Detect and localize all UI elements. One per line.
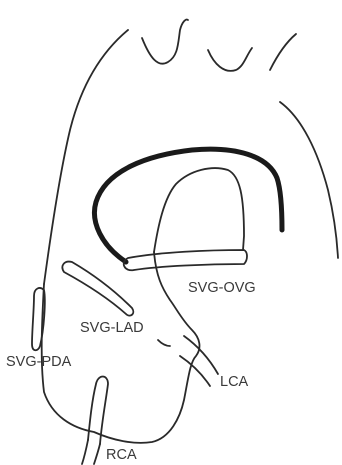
arch-branch-right bbox=[270, 34, 296, 70]
heart-contour bbox=[42, 252, 200, 443]
label-rca: RCA bbox=[106, 447, 137, 463]
lad-anastomosis-mark bbox=[158, 340, 170, 346]
label-svg-pda: SVG-PDA bbox=[6, 354, 72, 370]
label-lca: LCA bbox=[220, 374, 249, 390]
arch-branch-middle bbox=[208, 48, 252, 71]
lca-vessel-lower bbox=[180, 356, 210, 386]
label-svg-lad: SVG-LAD bbox=[80, 320, 144, 336]
lca-vessel bbox=[184, 336, 218, 374]
aortic-arch-inner bbox=[154, 168, 244, 252]
label-svg-ovg: SVG-OVG bbox=[188, 280, 256, 296]
rca-graft-lower-left bbox=[82, 440, 88, 464]
svg-ovg-tube bbox=[124, 250, 247, 270]
aortic-arch-outer bbox=[44, 30, 128, 284]
aortic-arch-right-wall bbox=[280, 102, 338, 258]
svg-ovg-graft-bold bbox=[94, 149, 282, 262]
arch-branch-left bbox=[142, 19, 188, 63]
svg-lad-graft bbox=[62, 262, 133, 316]
rca-graft-lower bbox=[94, 444, 100, 464]
